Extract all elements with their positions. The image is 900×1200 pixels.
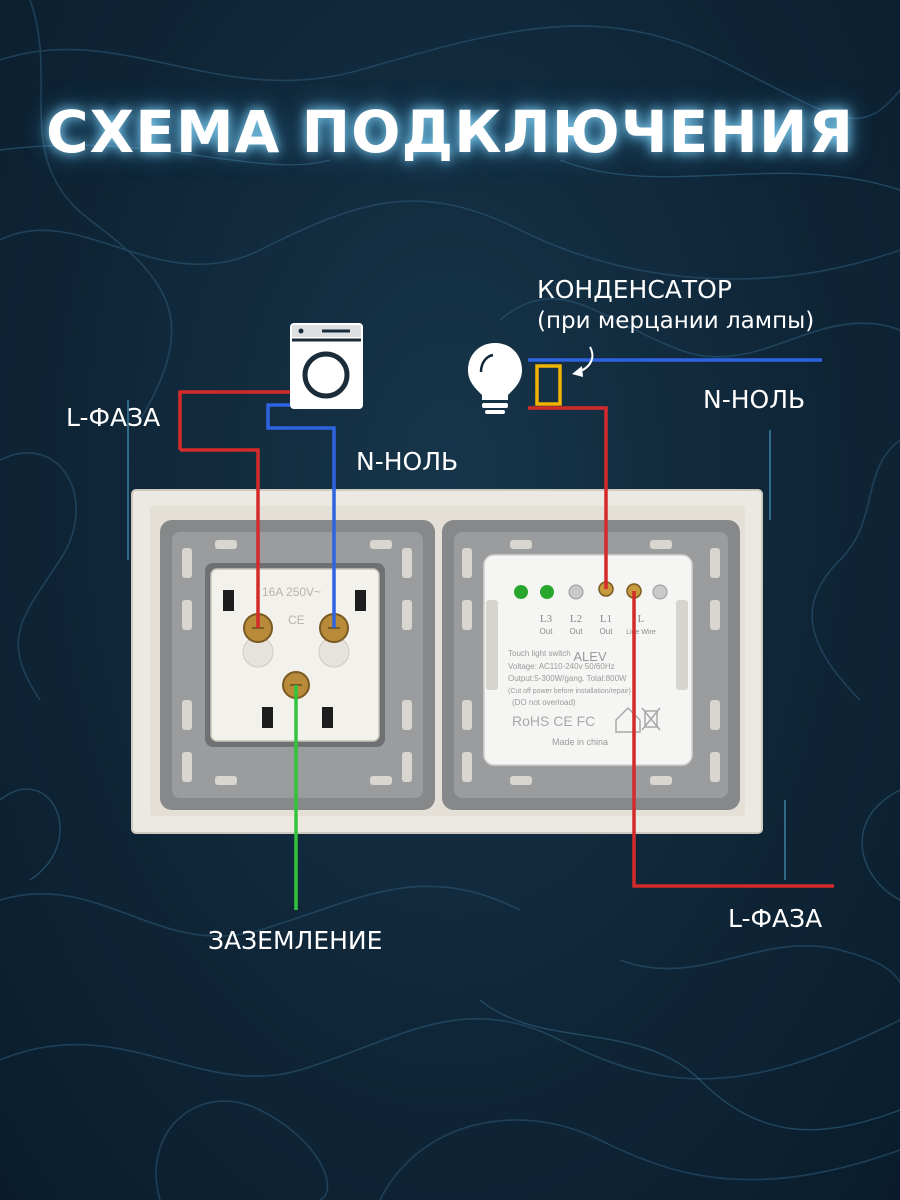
terminal-screw (568, 584, 584, 600)
lamp-switch-wire (528, 406, 608, 589)
left-phase-wire-socket (180, 448, 260, 628)
terminal-label-l1: L1 (600, 613, 612, 625)
capacitor-symbol (535, 364, 562, 406)
right-neutral-label: N-НОЛЬ (703, 385, 806, 414)
terminal-sub-l3: Out (540, 627, 554, 636)
washing-machine-icon (290, 323, 363, 409)
page-title: СХЕМА ПОДКЛЮЧЕНИЯ (45, 98, 855, 166)
arrow-head (572, 366, 583, 377)
spec-line: Touch light switch (508, 649, 571, 658)
power-socket: 16A 250V~ CE (205, 563, 385, 747)
socket-slot (355, 590, 366, 611)
spec-line: Output:5-300W/gang. Total:800W (508, 674, 627, 683)
socket-slot (262, 707, 273, 728)
right-phase-label: L-ФАЗА (728, 904, 823, 933)
home-icon (615, 706, 641, 733)
terminal-sub-l2: Out (570, 627, 584, 636)
right-phase-wire (632, 591, 834, 888)
brand-label: ALEV (573, 649, 607, 664)
capacitor-note: (при мерцании лампы) (537, 308, 815, 334)
terminal-sub-l1: Out (600, 627, 614, 636)
terminal-label-l: L (638, 613, 645, 625)
touch-switch-module: L3 L2 L1 L Out Out Out Line Wire Touch l… (483, 554, 693, 766)
spec-line: (DO not overload) (512, 698, 576, 707)
socket-mark: CE (288, 613, 305, 627)
left-neutral-label: N-НОЛЬ (356, 447, 459, 476)
terminal-screw (652, 584, 668, 600)
cert-marks: RoHS CE FC (512, 713, 595, 729)
left-neutral-wire (266, 403, 336, 628)
spec-line: (Cut off power before installation/repai… (508, 688, 631, 695)
left-phase-wire-supply (178, 390, 290, 450)
indicator-led (514, 585, 528, 599)
ground-label: ЗАЗЕМЛЕНИЕ (208, 926, 383, 955)
socket-slot (322, 707, 333, 728)
light-bulb-icon (468, 343, 522, 414)
terminal-sub-l: Line Wire (626, 629, 656, 636)
indicator-led (540, 585, 554, 599)
terminal-label-l2: L2 (570, 613, 582, 625)
terminal-label-l3: L3 (540, 613, 553, 625)
spec-line: Voltage: AC110-240v 50/60Hz (508, 662, 615, 671)
capacitor-label: КОНДЕНСАТОР (537, 275, 732, 304)
socket-rating: 16A 250V~ (262, 585, 321, 599)
made-in-label: Made in china (552, 737, 608, 747)
left-phase-label: L-ФАЗА (66, 403, 161, 432)
socket-slot (223, 590, 234, 611)
weee-bin-icon (641, 707, 661, 731)
